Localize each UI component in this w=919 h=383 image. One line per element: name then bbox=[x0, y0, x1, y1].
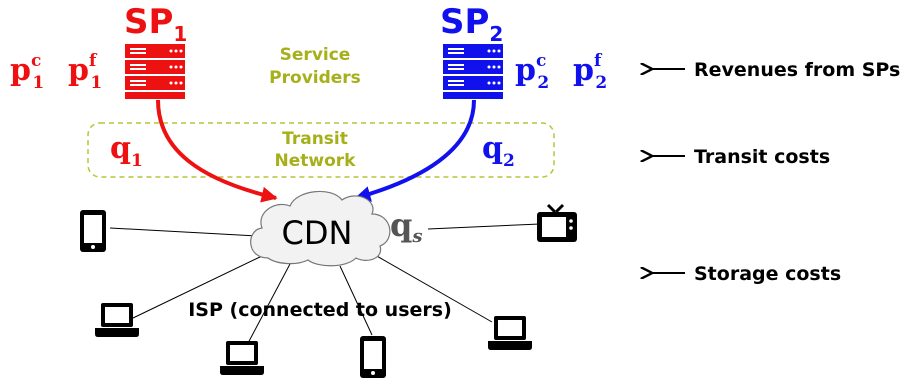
service-providers-label: Service bbox=[280, 45, 351, 65]
sp1-transit-arrow bbox=[156, 99, 278, 203]
legend-revenues: Revenues from SPs bbox=[694, 59, 900, 81]
sp1-server-icon bbox=[125, 44, 185, 99]
legend-transit: Transit costs bbox=[694, 146, 830, 168]
laptop-icon-left bbox=[95, 303, 139, 337]
laptop-icon-right bbox=[488, 316, 532, 350]
sp1-title: SP1 bbox=[124, 2, 187, 46]
sp1-transit-cost: q1 bbox=[110, 131, 143, 171]
tablet-icon-bottom bbox=[360, 336, 386, 378]
user-links bbox=[109, 223, 541, 346]
sp2-transit-cost: q2 bbox=[482, 131, 515, 171]
transit-network-label: Transit bbox=[282, 129, 348, 149]
legend-storage: Storage costs bbox=[694, 263, 841, 285]
laptop-icon-bottom bbox=[220, 341, 264, 375]
storage-cost-label: qs bbox=[390, 206, 423, 247]
cdn-label: CDN bbox=[282, 214, 353, 252]
isp-label: ISP (connected to users) bbox=[188, 299, 452, 321]
transit-network-box bbox=[87, 122, 555, 178]
service-providers-label-line2: Providers bbox=[269, 68, 361, 88]
cdn-cloud bbox=[250, 190, 391, 267]
sp2-title: SP2 bbox=[440, 2, 503, 46]
tv-icon bbox=[537, 203, 577, 242]
tablet-icon-left bbox=[80, 210, 106, 252]
transit-network-label-line2: Network bbox=[275, 151, 357, 171]
sp2-transit-arrow bbox=[354, 99, 476, 202]
sp2-server-icon bbox=[443, 44, 503, 99]
